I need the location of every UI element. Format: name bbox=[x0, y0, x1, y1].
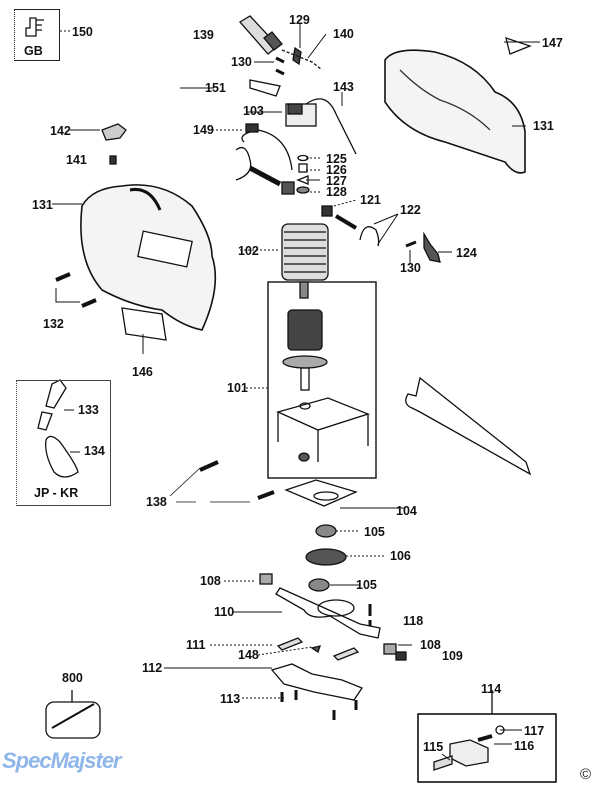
slide-block-part bbox=[259, 573, 273, 585]
callout-147: 147 bbox=[542, 36, 563, 50]
callout-102: 102 bbox=[238, 244, 259, 258]
callout-130-lower: 130 bbox=[400, 261, 421, 275]
blade-800-part bbox=[51, 703, 95, 729]
blade-clamp-box bbox=[417, 713, 557, 783]
blade-clamp-part bbox=[433, 725, 505, 771]
screw-part bbox=[405, 240, 417, 248]
callout-143: 143 bbox=[333, 80, 354, 94]
callout-125: 125 bbox=[326, 152, 347, 166]
callout-105-upper: 105 bbox=[364, 525, 385, 539]
clamp-part bbox=[281, 46, 323, 71]
brush-spring-part bbox=[248, 165, 282, 187]
callout-140: 140 bbox=[333, 27, 354, 41]
callout-124: 124 bbox=[456, 246, 477, 260]
screw-part bbox=[275, 56, 285, 76]
callout-111: 111 bbox=[186, 638, 206, 652]
lead-wire-part bbox=[305, 98, 357, 155]
callout-105-lower: 105 bbox=[356, 578, 377, 592]
callout-150: 150 bbox=[72, 25, 93, 39]
screw-part bbox=[199, 460, 275, 500]
callout-800: 800 bbox=[62, 671, 83, 685]
copyright-symbol: © bbox=[580, 766, 592, 783]
field-part bbox=[281, 223, 329, 281]
spacer-part bbox=[310, 645, 321, 654]
armature-box bbox=[267, 281, 377, 479]
callout-139: 139 bbox=[193, 28, 214, 42]
region-label-gb: GB bbox=[24, 44, 43, 58]
brush-cap-part bbox=[321, 205, 333, 217]
callout-114: 114 bbox=[481, 682, 502, 696]
screw-part bbox=[280, 690, 358, 720]
callout-131-right: 131 bbox=[533, 119, 554, 133]
washer-stack-part bbox=[296, 154, 310, 194]
screw-part bbox=[55, 272, 97, 308]
callout-133: 133 bbox=[78, 403, 99, 417]
callout-122: 122 bbox=[400, 203, 421, 217]
gb-plug-box bbox=[14, 9, 60, 61]
slide-block-part bbox=[383, 643, 397, 655]
lever-part bbox=[423, 231, 441, 263]
callout-110: 110 bbox=[214, 605, 235, 619]
callout-131-left: 131 bbox=[32, 198, 53, 212]
watermark: SpecMajster bbox=[2, 748, 122, 773]
brush-lead-part bbox=[359, 226, 380, 247]
cord-guard-part bbox=[238, 15, 283, 55]
bearing-part bbox=[308, 578, 330, 592]
callout-115: 115 bbox=[423, 740, 444, 754]
callout-138: 138 bbox=[146, 495, 167, 509]
callout-121: 121 bbox=[360, 193, 381, 207]
callout-149: 149 bbox=[193, 123, 214, 137]
callout-118: 118 bbox=[403, 614, 424, 628]
callout-101: 101 bbox=[227, 381, 248, 395]
armature-part bbox=[282, 281, 328, 391]
region-label-jp-kr: JP - KR bbox=[34, 486, 79, 500]
switch-part bbox=[285, 103, 317, 127]
lock-off-button-part bbox=[101, 123, 127, 141]
callout-113: 113 bbox=[220, 692, 241, 706]
nameplate-part bbox=[121, 307, 167, 341]
callout-109: 109 bbox=[442, 649, 463, 663]
bearing-part bbox=[315, 524, 337, 538]
callout-146: 146 bbox=[132, 365, 153, 379]
blade-800-box bbox=[45, 701, 101, 739]
saw-blade-part bbox=[405, 376, 532, 476]
gasket-part bbox=[284, 479, 358, 507]
housing-right-part bbox=[384, 49, 526, 174]
callout-151: 151 bbox=[205, 81, 226, 95]
callout-148: 148 bbox=[238, 648, 259, 662]
callout-141: 141 bbox=[66, 153, 87, 167]
gear-case-part bbox=[276, 397, 370, 462]
callout-142: 142 bbox=[50, 124, 71, 138]
callout-103: 103 bbox=[243, 104, 264, 118]
callout-108-right: 108 bbox=[420, 638, 441, 652]
callout-117: 117 bbox=[524, 724, 545, 738]
callout-128: 128 bbox=[326, 185, 347, 199]
plunger-part bbox=[275, 587, 381, 639]
insert-part bbox=[395, 651, 407, 661]
callout-126: 126 bbox=[326, 163, 347, 177]
callout-129: 129 bbox=[289, 13, 310, 27]
callout-112: 112 bbox=[142, 661, 163, 675]
shoe-plate-part bbox=[270, 663, 363, 701]
brush-holder-part bbox=[281, 181, 295, 195]
spring-part bbox=[109, 155, 117, 165]
plug-icon bbox=[25, 17, 44, 37]
callout-106: 106 bbox=[390, 549, 411, 563]
callout-134: 134 bbox=[84, 444, 105, 458]
gear-part bbox=[305, 548, 347, 566]
callout-127: 127 bbox=[326, 174, 347, 188]
connector-part bbox=[235, 123, 293, 181]
callout-132: 132 bbox=[43, 317, 64, 331]
callout-116: 116 bbox=[514, 739, 535, 753]
callout-108-left: 108 bbox=[200, 574, 221, 588]
brush-part bbox=[334, 214, 358, 230]
leader-lines bbox=[52, 24, 540, 761]
grip-134-part bbox=[45, 435, 79, 478]
callout-104: 104 bbox=[396, 504, 417, 518]
pad-part bbox=[276, 637, 360, 661]
label-part bbox=[505, 37, 532, 55]
cord-clamp-part bbox=[249, 79, 281, 97]
jp-kr-box bbox=[16, 380, 111, 506]
callout-130: 130 bbox=[231, 55, 252, 69]
